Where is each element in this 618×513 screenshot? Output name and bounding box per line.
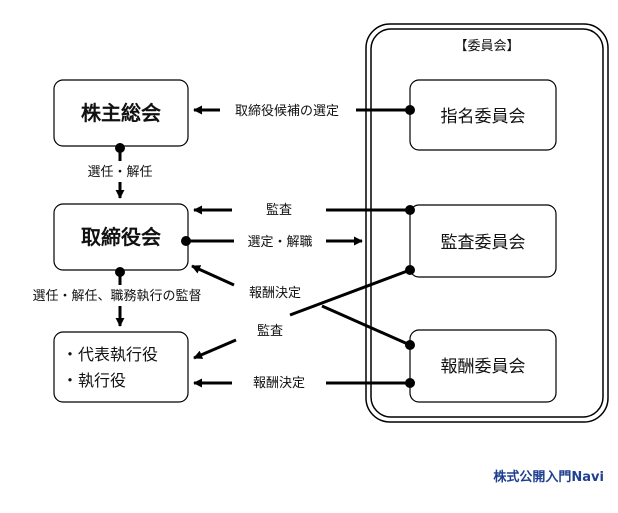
edge-elect-dismiss xyxy=(115,143,125,199)
committee-group-title: 【委員会】 xyxy=(454,39,519,54)
label-select-dismiss-members: 選定・解職 xyxy=(247,235,312,250)
label-decide-compensation-officers: 報酬決定 xyxy=(253,376,305,391)
audit-committee-label: 監査委員会 xyxy=(441,233,526,253)
shareholders-meeting-label: 株主総会 xyxy=(81,101,161,125)
label-audit-officers: 監査 xyxy=(257,323,283,339)
executive-officers-line2: ・執行役 xyxy=(62,371,126,390)
brand-label: 株式公開入門Navi xyxy=(493,470,604,485)
label-audit-board: 監査 xyxy=(266,202,292,218)
compensation-committee-box: 報酬委員会 xyxy=(409,329,557,403)
compensation-committee-label: 報酬委員会 xyxy=(441,357,526,377)
executive-officers-box: ・代表執行役 ・執行役 xyxy=(53,331,189,403)
edge-select-dismiss-members xyxy=(181,236,363,246)
executive-officers-line1: ・代表執行役 xyxy=(62,345,158,364)
edge-audit-officers xyxy=(193,265,415,360)
label-elect-dismiss: 選任・解任 xyxy=(87,165,152,180)
audit-committee-box: 監査委員会 xyxy=(409,204,557,278)
board-of-directors-label: 取締役会 xyxy=(81,225,161,249)
edge-nominate-directors xyxy=(193,105,415,115)
nomination-committee-label: 指名委員会 xyxy=(441,107,526,127)
edge-decide-compensation-officers xyxy=(193,378,415,388)
committee-group: 【委員会】 xyxy=(365,23,609,423)
label-elect-dismiss-supervise: 選任・解任、職務執行の監督 xyxy=(32,288,201,304)
label-decide-compensation-board: 報酬決定 xyxy=(249,286,301,301)
label-nominate-directors: 取締役候補の選定 xyxy=(235,103,339,119)
edge-audit-board xyxy=(193,205,415,215)
shareholders-meeting-box: 株主総会 xyxy=(53,79,189,147)
nomination-committee-box: 指名委員会 xyxy=(409,79,557,151)
edge-elect-dismiss-supervise xyxy=(115,267,125,327)
board-of-directors-box: 取締役会 xyxy=(53,203,189,271)
edge-decide-compensation-board xyxy=(191,264,415,350)
